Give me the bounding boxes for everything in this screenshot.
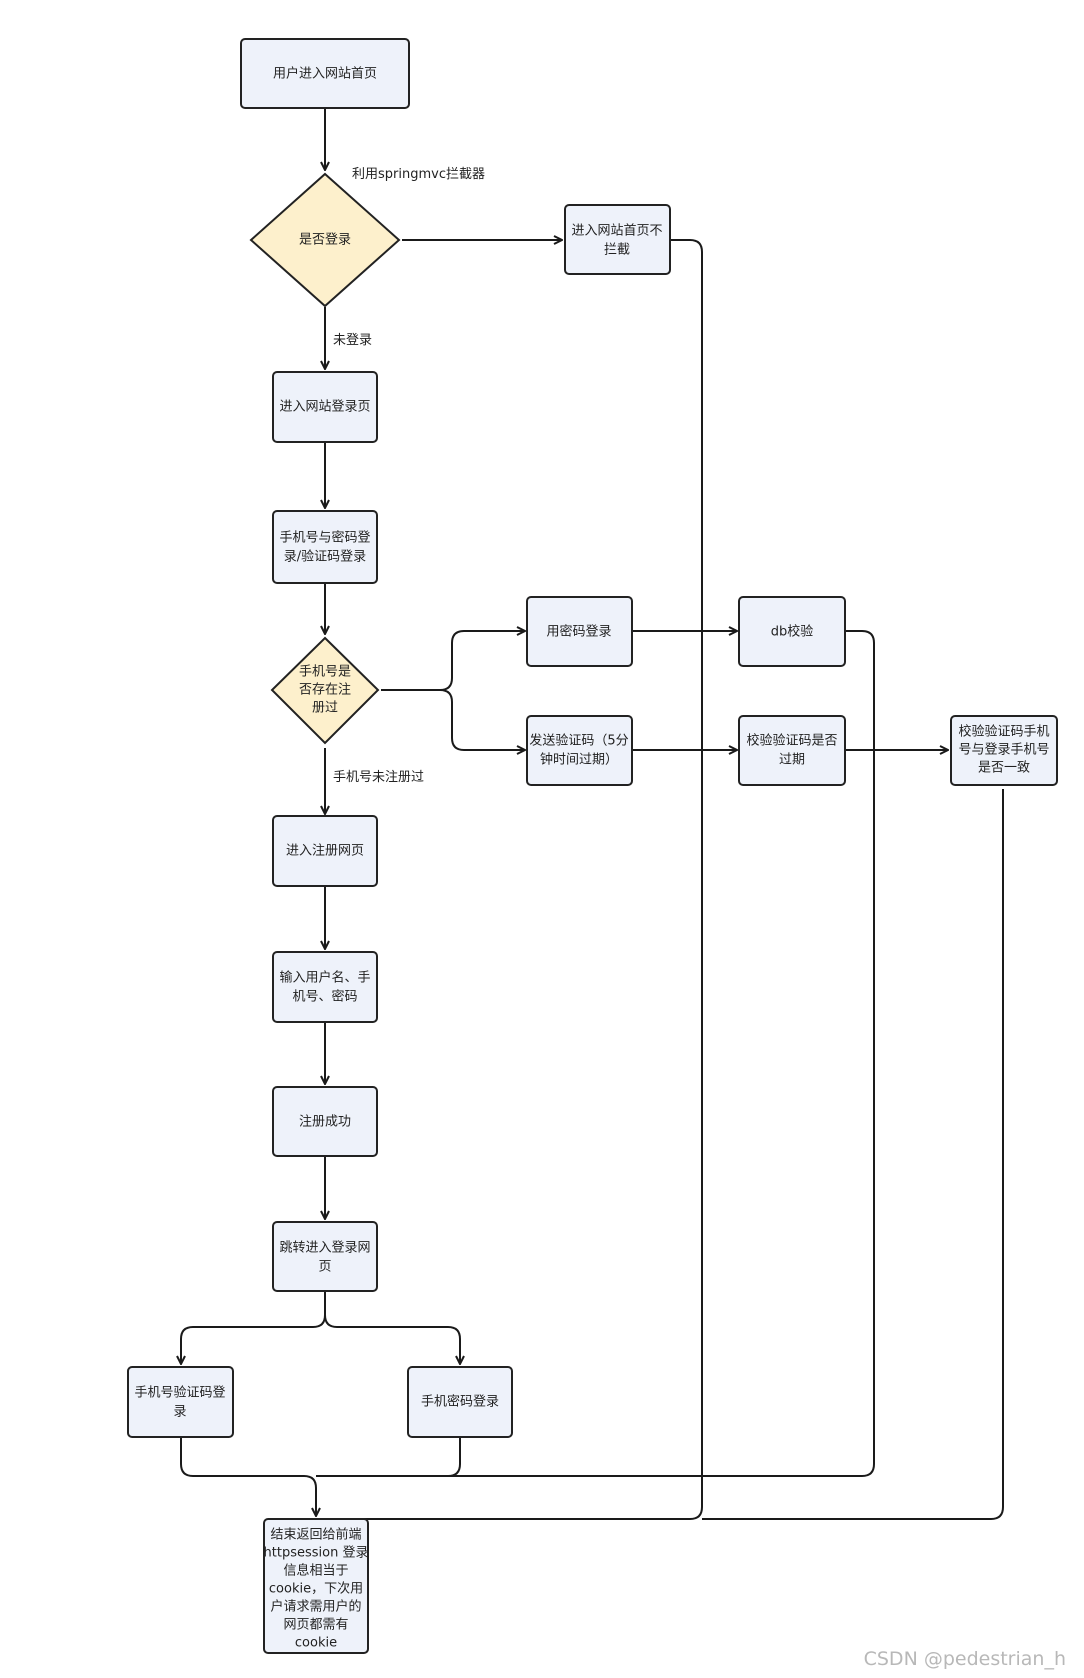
node-check-code-expired-line-2: 过期 <box>779 753 805 768</box>
node-input-info-line-2: 机号、密码 <box>292 989 357 1005</box>
edge-label-not-logged-in: 未登录 <box>333 333 372 348</box>
node-jump-login-line-2: 页 <box>318 1260 331 1275</box>
node-register-success-label: 注册成功 <box>299 1115 351 1130</box>
edge-label-not-registered: 手机号未注册过 <box>333 770 424 785</box>
node-end-line-7: cookie <box>295 1636 337 1651</box>
node-phone-code-login: 手机号验证码登 录 <box>127 1366 234 1438</box>
node-no-intercept-line-2: 拦截 <box>604 243 630 258</box>
node-end: 结束返回给前端 httpsession 登录 信息相当于 cookie，下次用 … <box>263 1518 369 1654</box>
node-end-line-1: 结束返回给前端 <box>270 1527 361 1543</box>
node-end-line-5: 户请求需用户的 <box>270 1599 361 1615</box>
node-phone-pwd-login: 手机密码登录 <box>407 1366 513 1438</box>
node-no-intercept-line-1: 进入网站首页不 <box>571 224 662 239</box>
node-login-page-label: 进入网站登录页 <box>279 400 370 415</box>
node-pwd-login: 用密码登录 <box>526 596 633 667</box>
edges <box>180 108 1004 1520</box>
edge-no-intercept-to-end <box>318 239 703 1520</box>
edge-pwd-login-merge <box>316 1438 461 1477</box>
node-jump-login-line-1: 跳转进入登录网 <box>279 1241 370 1256</box>
node-send-code-line-1: 发送验证码（5分 <box>529 733 628 749</box>
node-db-check-label: db校验 <box>771 624 814 640</box>
node-input-info: 输入用户名、手 机号、密码 <box>272 951 378 1023</box>
node-check-phone-match: 校验验证码手机 号与登录手机号 是否一致 <box>950 715 1058 786</box>
decision-phone-registered: 手机号是 否存在注 册过 <box>270 636 380 745</box>
edge-registered-to-send-code <box>439 689 525 750</box>
node-check-code-expired: 校验验证码是否 过期 <box>738 715 846 786</box>
node-register-success: 注册成功 <box>272 1086 378 1157</box>
edge-db-to-end <box>448 630 875 1477</box>
decision-is-logged-in-label: 是否登录 <box>299 233 351 248</box>
node-end-line-3: 信息相当于 <box>283 1563 348 1579</box>
node-input-info-line-1: 输入用户名、手 <box>279 970 370 986</box>
node-check-code-expired-line-1: 校验验证码是否 <box>746 733 837 749</box>
node-login-methods-line-2: 录/验证码登录 <box>284 549 366 565</box>
node-db-check: db校验 <box>738 596 846 667</box>
decision-phone-registered-line-1: 手机号是 <box>299 665 351 680</box>
node-home: 用户进入网站首页 <box>240 38 410 109</box>
node-end-line-6: 网页都需有 <box>283 1618 348 1633</box>
node-check-phone-match-line-2: 号与登录手机号 <box>958 743 1049 758</box>
decision-is-logged-in: 是否登录 <box>249 172 401 308</box>
node-send-code: 发送验证码（5分 钟时间过期） <box>526 715 633 786</box>
edge-jump-to-pwd-login <box>324 1314 460 1364</box>
node-login-page: 进入网站登录页 <box>272 371 378 443</box>
decision-phone-registered-line-2: 否存在注 <box>299 683 351 698</box>
node-register-page: 进入注册网页 <box>272 815 378 887</box>
edge-jump-to-code-login <box>181 1292 326 1364</box>
node-check-phone-match-line-1: 校验验证码手机 <box>958 724 1049 740</box>
edge-check-phone-to-end <box>702 789 1004 1520</box>
node-jump-login: 跳转进入登录网 页 <box>272 1221 378 1292</box>
node-home-label: 用户进入网站首页 <box>273 66 377 82</box>
edge-code-login-to-end <box>180 1438 316 1516</box>
node-no-intercept: 进入网站首页不 拦截 <box>564 204 671 275</box>
node-phone-code-login-line-1: 手机号验证码登 <box>134 1385 225 1401</box>
node-login-methods-line-1: 手机号与密码登 <box>279 530 370 546</box>
node-pwd-login-label: 用密码登录 <box>546 624 611 640</box>
edge-registered-to-pwd-login <box>381 631 525 691</box>
decision-phone-registered-line-3: 册过 <box>312 701 338 716</box>
node-end-line-4: cookie，下次用 <box>269 1581 363 1597</box>
node-register-page-label: 进入注册网页 <box>286 844 364 859</box>
node-end-line-2: httpsession 登录 <box>264 1546 369 1561</box>
node-phone-code-login-line-2: 录 <box>173 1405 186 1420</box>
node-check-phone-match-line-3: 是否一致 <box>978 761 1030 776</box>
node-phone-pwd-login-label: 手机密码登录 <box>421 1394 499 1410</box>
node-login-methods: 手机号与密码登 录/验证码登录 <box>272 510 378 584</box>
watermark: CSDN @pedestrian_h <box>863 1648 1066 1670</box>
node-send-code-line-2: 钟时间过期） <box>540 752 618 768</box>
edge-label-interceptor: 利用springmvc拦截器 <box>352 167 485 182</box>
